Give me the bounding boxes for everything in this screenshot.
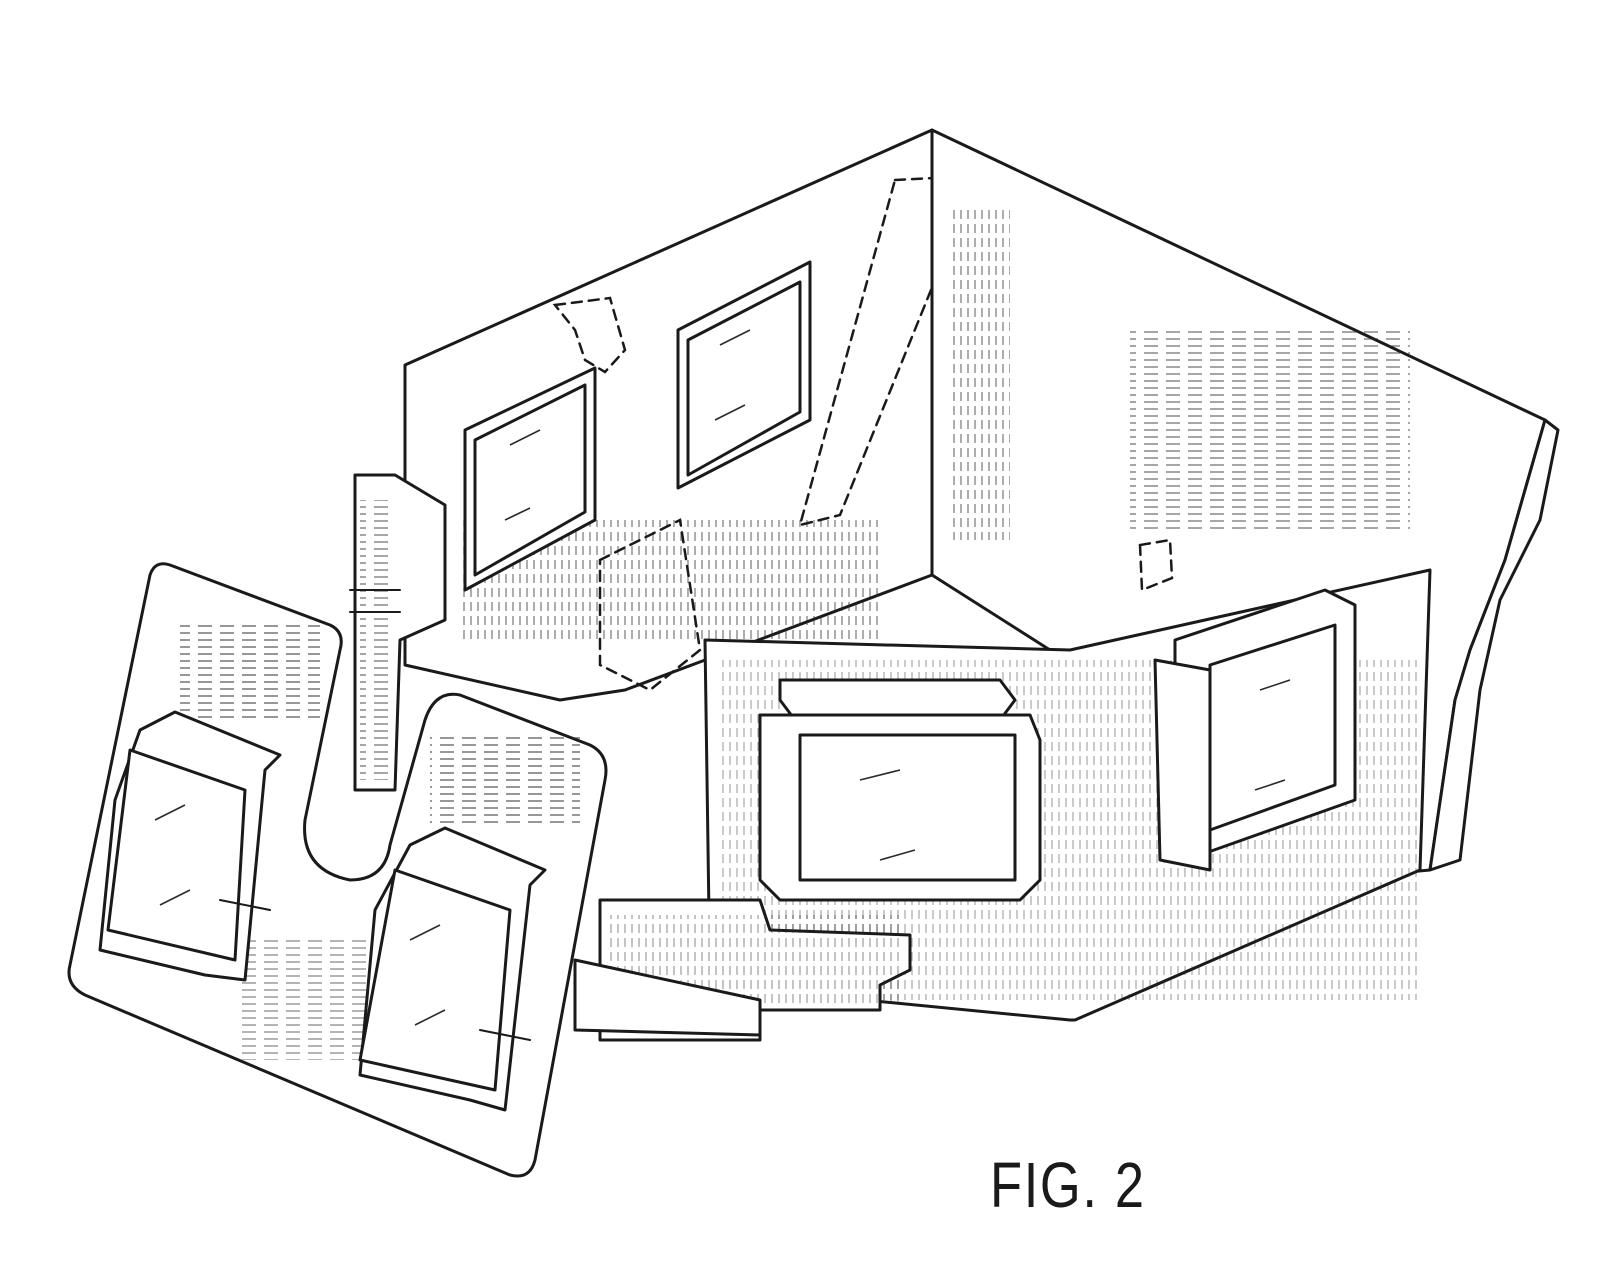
left-upright-tab	[349, 473, 447, 792]
front-right-window	[758, 678, 1042, 902]
base-tabs	[573, 898, 912, 1042]
rear-window-right	[676, 260, 812, 490]
right-edge-flange	[1428, 418, 1560, 872]
rear-window-left	[463, 366, 597, 592]
panel-window-left	[98, 710, 282, 982]
figure-label: FIG. 2	[990, 1149, 1146, 1221]
side-window	[1153, 588, 1357, 872]
panel-window-right	[358, 826, 547, 1112]
